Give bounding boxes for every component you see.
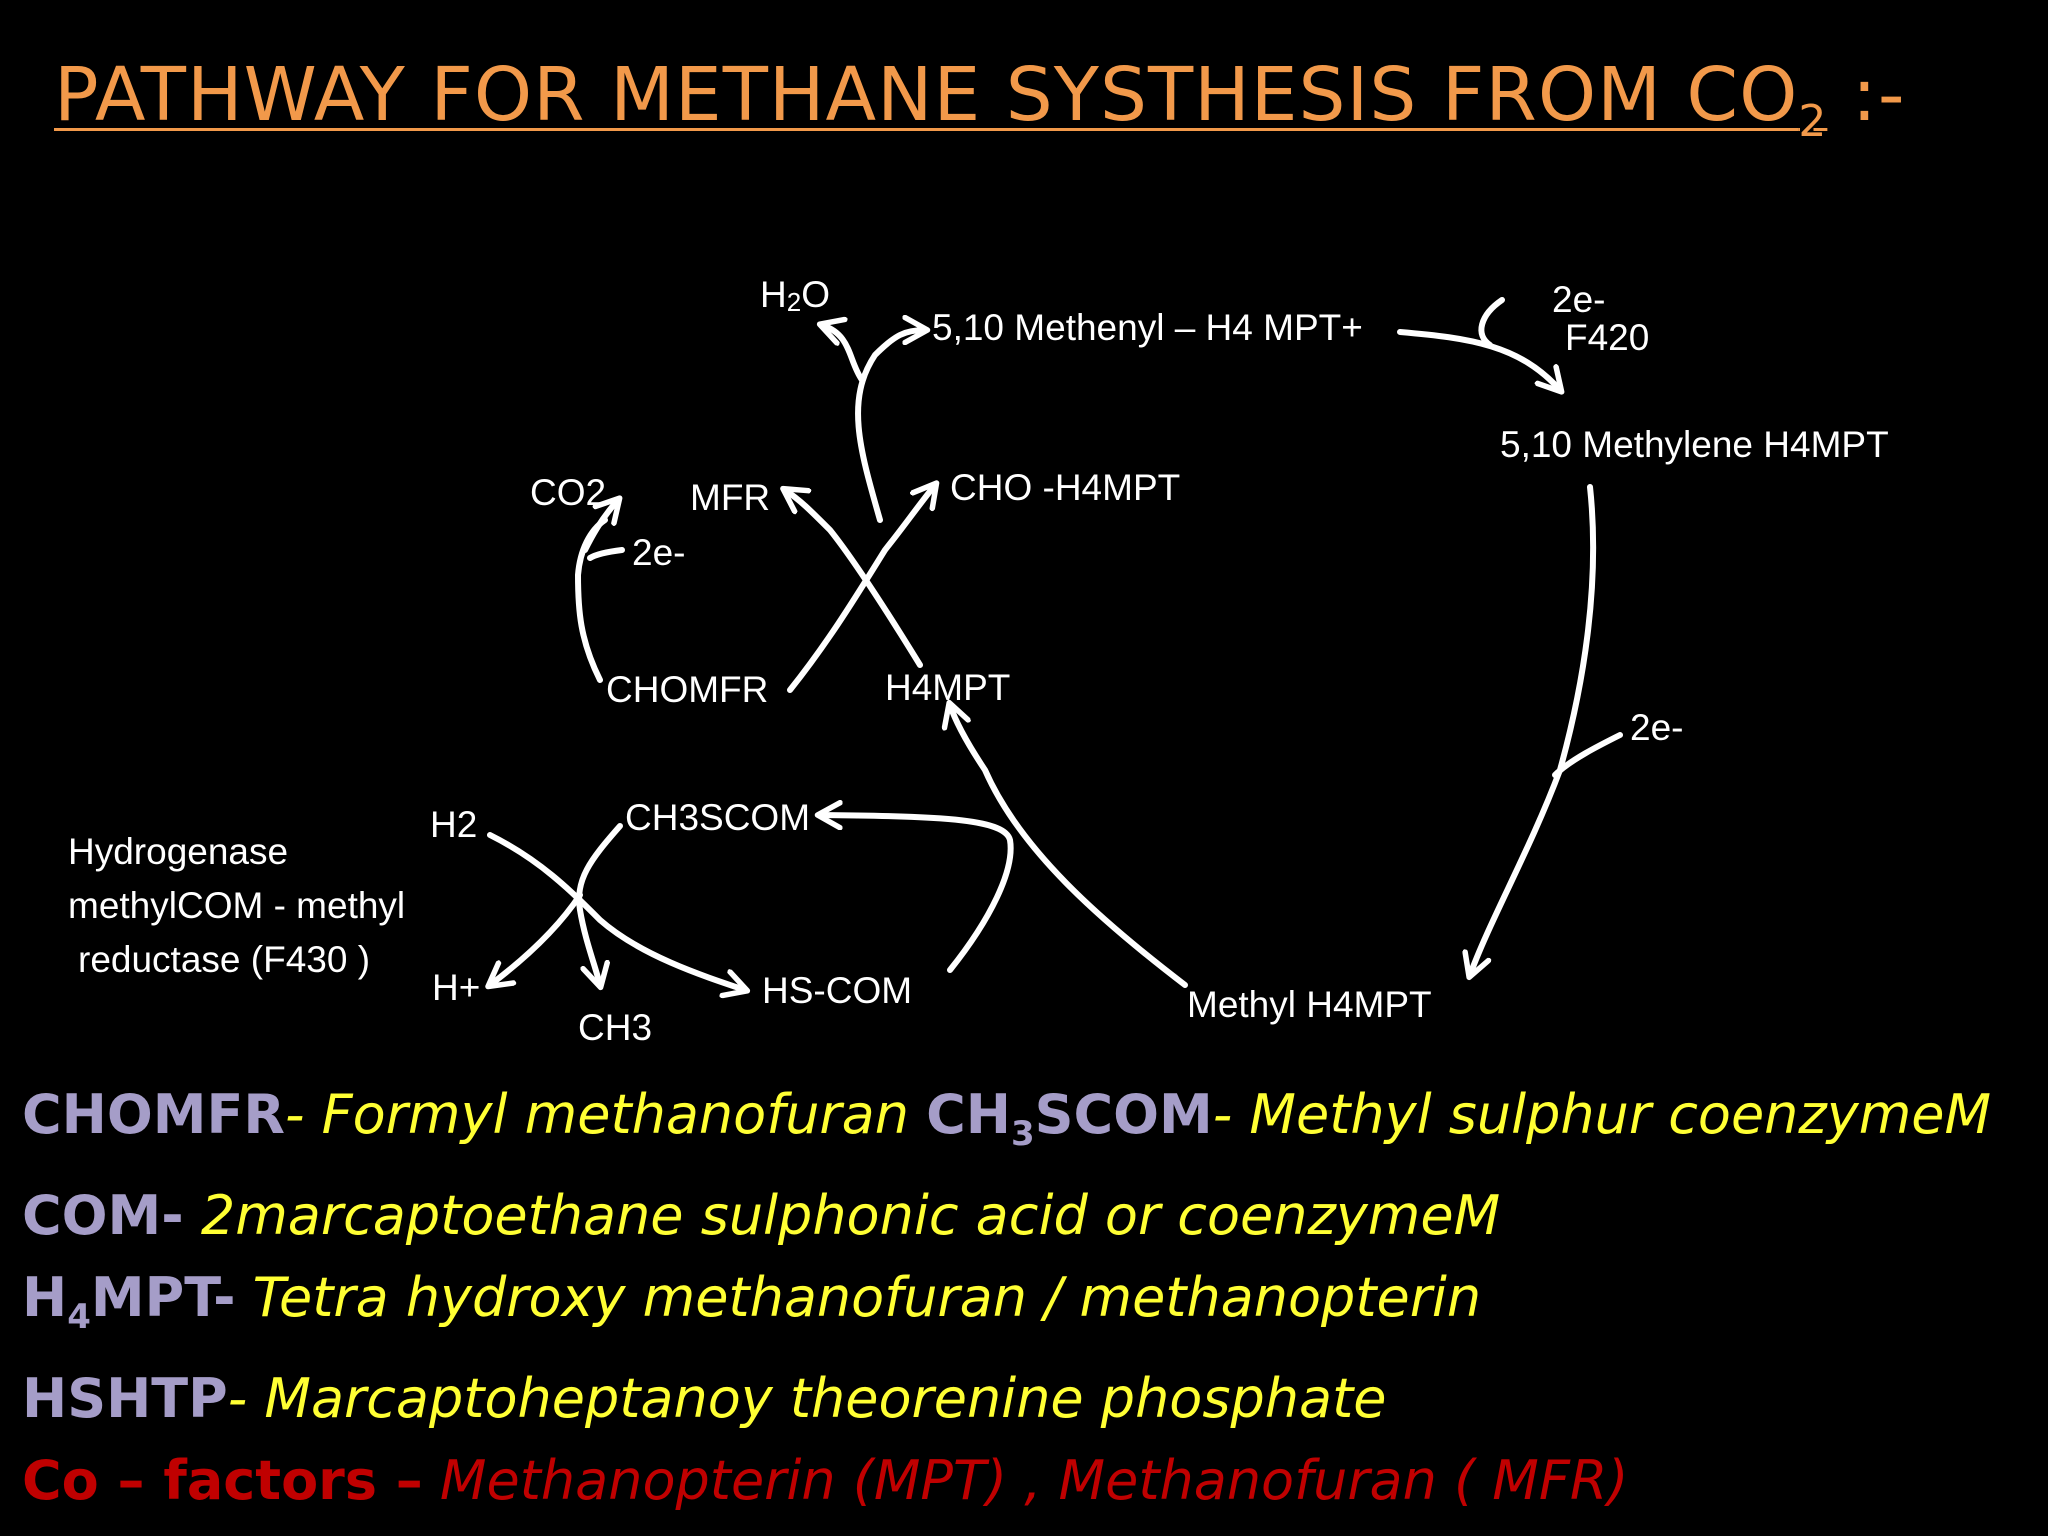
arrow-co2-to-chomfr [582, 500, 618, 553]
arrow-methyl-to-h4mpt [950, 705, 1188, 988]
arrow-methenyl-to-methylene [1397, 329, 1560, 390]
legend-row-cofactors: Co – factors – Methanopterin (MPT) , Met… [22, 1440, 1991, 1522]
label-cho-h4mpt: CHO -H4MPT [950, 467, 1180, 508]
arrow-h2-to-hscom [487, 832, 745, 990]
label-enzyme-line2: methylCOM - methyl [68, 885, 405, 926]
legend-row-com: COM- 2marcaptoethane sulphonic acid or c… [22, 1175, 1991, 1257]
arrow-to-ch3scom [820, 815, 1014, 973]
label-enzyme-line3: reductase (F430 ) [78, 939, 370, 980]
label-2e-right: 2e- [1630, 707, 1683, 748]
label-h2: H2 [430, 804, 477, 845]
label-methylene: 5,10 Methylene H4MPT [1500, 424, 1889, 465]
label-mfr: MFR [690, 477, 770, 518]
legend-def-chomfr: - Formyl methanofuran [284, 1083, 927, 1146]
label-2e-left: 2e- [632, 532, 685, 573]
label-enzyme-line1: Hydrogenase [68, 831, 288, 872]
slide-title: PATHWAY FOR METHANE SYSTHESIS FROM CO2 :… [54, 52, 1906, 147]
label-co2: CO2 [530, 472, 606, 513]
legend-def-h4mpt: Tetra hydroxy methanofuran / methanopter… [235, 1265, 1482, 1329]
arrow-e2-in-top [1478, 297, 1505, 348]
label-hscom: HS-COM [762, 970, 912, 1011]
abbreviation-legend: CHOMFR- Formyl methanofuran CH3SCOM- Met… [22, 1074, 1991, 1522]
title-suffix: :- [1827, 52, 1906, 138]
legend-term-hshtp: HSHTP [22, 1366, 228, 1430]
pathway-diagram: H2O 5,10 Methenyl – H4 MPT+ 2e- F420 5,1… [68, 274, 1889, 1048]
arrow-to-h2o [822, 325, 865, 383]
arrow-ch3scom-to-ch3 [576, 823, 623, 985]
title-subscript: 2 [1798, 95, 1828, 147]
legend-term-chomfr: CHOMFR [22, 1083, 285, 1146]
arrow-chomfr-from-co2 [575, 517, 608, 683]
arrow-e2-in-right [1552, 732, 1623, 778]
arrow-h4mpt-to-mfr [785, 490, 923, 668]
label-methenyl: 5,10 Methenyl – H4 MPT+ [932, 307, 1363, 348]
arrow-e2-in-left [587, 547, 625, 561]
legend-row-h4mpt: H4MPT- Tetra hydroxy methanofuran / meth… [22, 1257, 1991, 1358]
legend-row-hshtp: HSHTP- Marcaptoheptanoy theorenine phosp… [22, 1358, 1991, 1440]
arrow-to-methenyl [855, 330, 925, 523]
label-f420: F420 [1565, 317, 1649, 358]
legend-term-h4mpt: H4MPT- [22, 1265, 236, 1337]
label-ch3scom: CH3SCOM [625, 797, 810, 838]
label-chomfr: CHOMFR [606, 669, 768, 710]
label-h4mpt: H4MPT [885, 667, 1010, 708]
legend-def-ch3scom: - Methyl sulphur coenzymeM [1212, 1083, 1992, 1146]
legend-term-cofactors: Co – factors – [22, 1448, 423, 1512]
arrow-chomfr-to-cho-h4mpt [787, 485, 935, 693]
legend-def-cofactors: Methanopterin (MPT) , Methanofuran ( MFR… [422, 1448, 1629, 1512]
legend-row-chomfr: CHOMFR- Formyl methanofuran CH3SCOM- Met… [22, 1074, 1991, 1175]
legend-def-com: 2marcaptoethane sulphonic acid or coenzy… [183, 1183, 1501, 1247]
label-hplus: H+ [432, 967, 480, 1008]
legend-term-ch3scom: CH3SCOM [926, 1083, 1213, 1154]
label-h2o: H2O [760, 274, 830, 317]
legend-def-hshtp: - Marcaptoheptanoy theorenine phosphate [227, 1366, 1387, 1430]
legend-term-com: COM- [22, 1183, 184, 1247]
arrow-to-hplus [490, 892, 583, 985]
title-text: PATHWAY FOR METHANE SYSTHESIS FROM CO [54, 52, 1799, 138]
label-ch3: CH3 [578, 1007, 652, 1048]
arrow-methylene-to-methyl [1470, 484, 1597, 975]
label-methyl-h4mpt: Methyl H4MPT [1187, 984, 1432, 1025]
label-2e-top: 2e- [1552, 279, 1605, 320]
